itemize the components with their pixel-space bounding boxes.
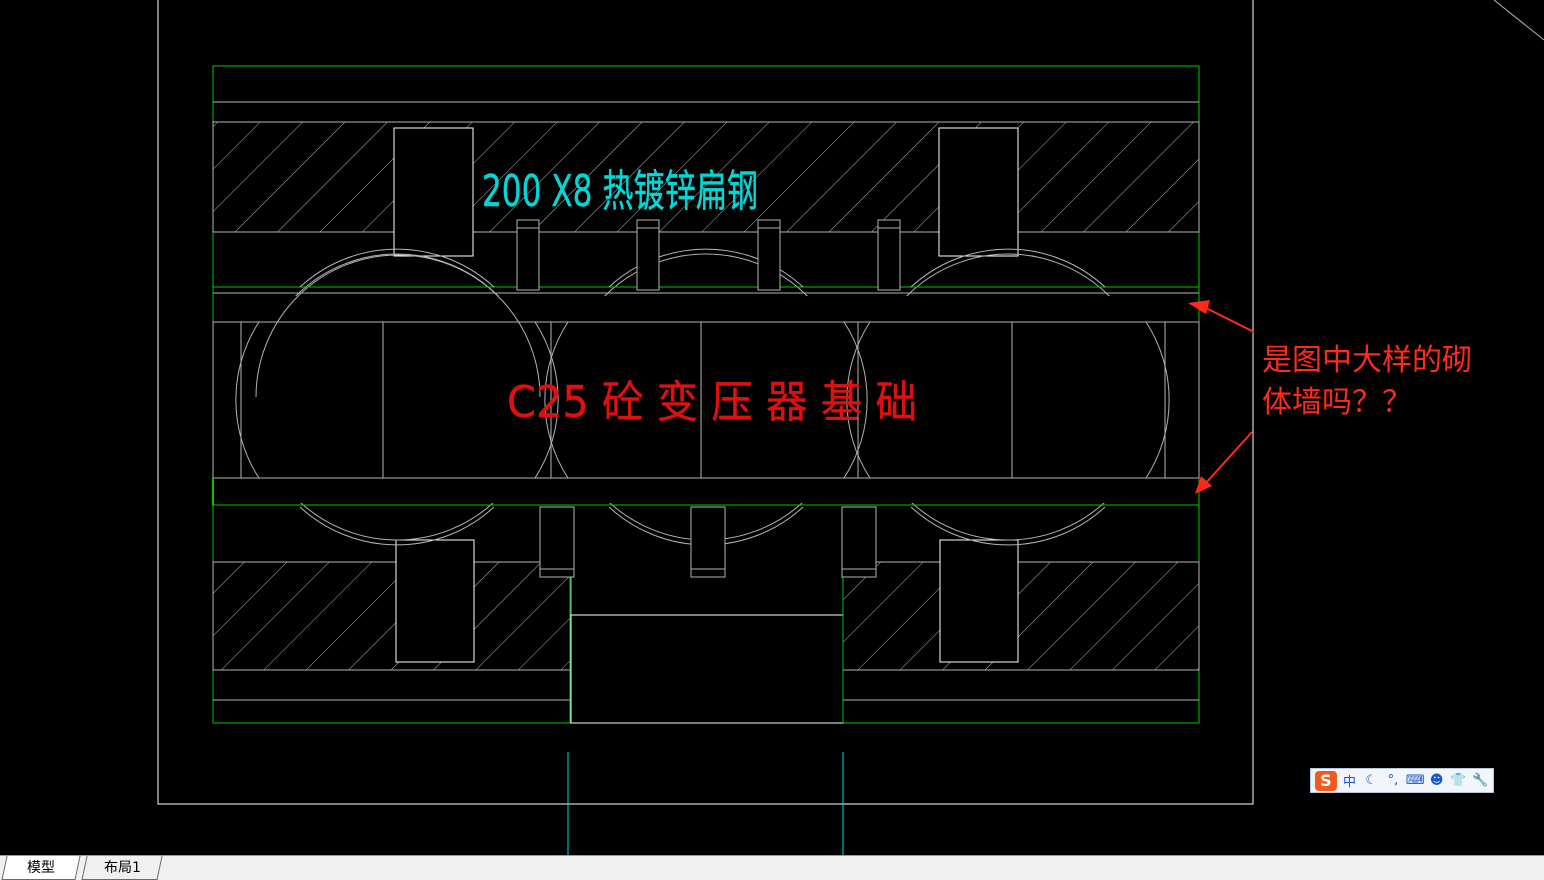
wrench-icon[interactable]: 🔧 [1472, 773, 1489, 788]
cad-drawing[interactable]: 200 X8 热镀锌扁钢 C25 砼 变 压 器 基 础 [0, 0, 1544, 855]
annotation-arrow-bottom [1204, 431, 1253, 485]
keyboard-icon[interactable]: ⌨ [1405, 773, 1425, 788]
layout-tab-bar: 模型 布局1 [0, 855, 1544, 880]
top-pier-right [938, 127, 1019, 257]
arrowhead-bottom [1195, 476, 1212, 494]
steel-rod [841, 506, 877, 578]
ime-toolbar[interactable]: S 中 ☾ °, ⌨ ☻ 👕 🔧 [1310, 768, 1494, 793]
moon-icon[interactable]: ☾ [1365, 773, 1378, 788]
annotation-line-2: 体墙吗？？ [1262, 385, 1412, 420]
steel-rod [690, 506, 726, 578]
skin-icon[interactable]: 👕 [1450, 773, 1467, 788]
drawing-canvas[interactable]: 200 X8 热镀锌扁钢 C25 砼 变 压 器 基 础 是图中大样的砌 体墙吗… [0, 0, 1544, 855]
bottom-hatch-band-right [842, 561, 1200, 671]
tab-model[interactable]: 模型 [1, 856, 81, 880]
annotation-line-1: 是图中大样的砌 [1262, 343, 1472, 378]
sogou-logo-icon[interactable]: S [1315, 770, 1337, 791]
foundation-slab [212, 321, 1200, 479]
foundation-label: C25 砼 变 压 器 基 础 [507, 377, 917, 428]
arrowhead-top [1188, 300, 1210, 314]
steel-rod [757, 219, 781, 291]
bottom-opening [570, 614, 844, 724]
steel-rod [877, 219, 901, 291]
corner-line [1493, 0, 1544, 41]
tab-layout1[interactable]: 布局1 [81, 856, 163, 880]
outer-frame [157, 0, 1254, 805]
bottom-pier-left [395, 539, 475, 663]
punctuation-icon[interactable]: °, [1387, 773, 1399, 788]
tab-layout1-label: 布局1 [103, 860, 141, 876]
ime-mode-button[interactable]: 中 [1343, 775, 1357, 790]
top-pier-left [393, 127, 474, 257]
bottom-pier-right [939, 539, 1019, 663]
steel-rod [539, 506, 575, 578]
user-icon[interactable]: ☻ [1429, 773, 1444, 788]
top-hatch-band [212, 121, 1200, 233]
flat-steel-label: 200 X8 热镀锌扁钢 [482, 166, 758, 217]
steel-rod [636, 219, 660, 291]
tab-model-label: 模型 [27, 860, 55, 876]
steel-rod [516, 219, 540, 291]
bottom-hatch-band-left [212, 561, 572, 671]
annotation-arrow-top [1199, 304, 1255, 333]
annotation-text: 是图中大样的砌 体墙吗？？ [1262, 340, 1532, 424]
